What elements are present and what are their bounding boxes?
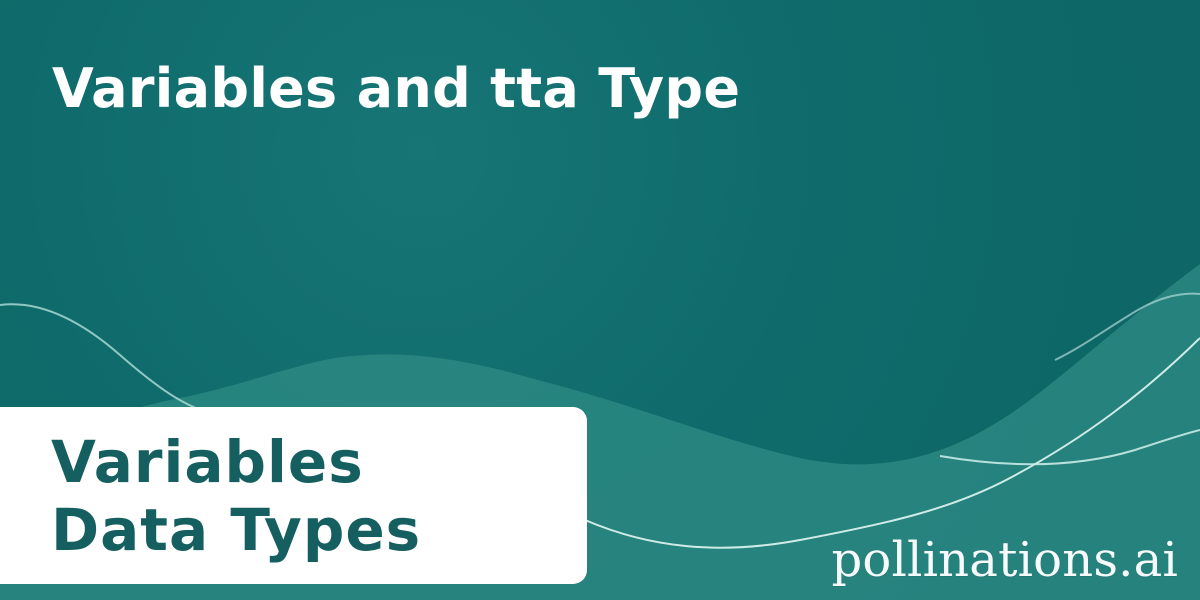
wave-lower-line	[584, 337, 1200, 549]
watermark-text: pollinations.ai	[831, 532, 1178, 588]
wave-right-curve	[1054, 292, 1200, 361]
wave-middle-line	[939, 429, 1200, 466]
title-card-line-2: Data Types	[51, 496, 422, 564]
headline-text: Variables and tta Type	[52, 57, 741, 120]
title-card: Variables Data Types	[0, 407, 587, 584]
title-card-line-1: Variables	[51, 428, 364, 496]
